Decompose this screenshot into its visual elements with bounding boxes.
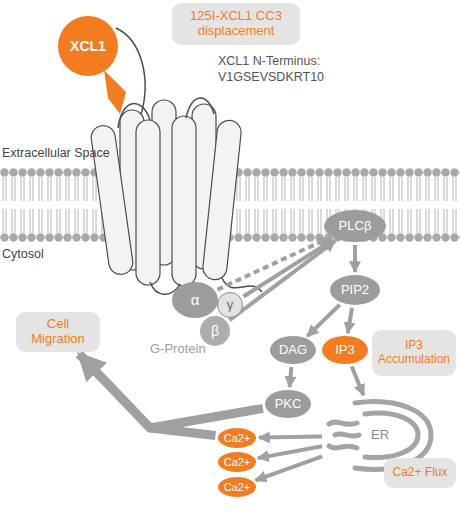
helix — [136, 120, 160, 285]
node-text: Ca2+ Flux — [392, 466, 447, 480]
node-text: DAG — [279, 343, 307, 358]
connector-arrow — [348, 308, 352, 333]
node-text: ER — [368, 428, 392, 443]
node-text: Ca2+ — [224, 432, 251, 445]
g-alpha-subunit: α — [172, 282, 218, 318]
ion-ellipse: Ca2+ — [218, 428, 256, 448]
er-membrane — [329, 446, 357, 448]
er-membrane — [365, 413, 418, 457]
er-membrane — [329, 422, 357, 424]
complex-label: G-Protein — [150, 342, 206, 357]
connector-arrow — [307, 305, 339, 336]
node-text: XCL1 — [70, 38, 106, 54]
connector-arrow — [290, 367, 292, 387]
messenger-ellipse: DAG — [270, 336, 316, 364]
extracellular-loop — [186, 98, 214, 118]
terminus-label: XCL1 N-Terminus: — [218, 54, 320, 68]
extracellular-loop — [118, 104, 150, 128]
ion-ellipse: Ca2+ — [218, 452, 256, 472]
readout-callout: Ca2+ Flux — [384, 458, 456, 488]
connector-arrow — [79, 354, 215, 435]
er-membrane — [335, 434, 359, 436]
node-text: Cell Migration — [20, 317, 96, 347]
region-label: Extracellular Space — [2, 146, 110, 160]
connector-arrow — [229, 241, 335, 320]
kinase-ellipse: PKC — [265, 390, 311, 418]
node-text: IP3 Accumulation — [376, 339, 452, 367]
node-text: γ — [227, 298, 234, 313]
messenger-ellipse: IP3 — [322, 336, 368, 364]
assay-callout: 125I-XCL1 CC3 displacement — [172, 3, 300, 45]
readout-callout: IP3 Accumulation — [372, 330, 456, 376]
region-label: Cytosol — [2, 247, 44, 261]
connector-arrow — [218, 238, 330, 290]
n-terminus-contact — [104, 70, 126, 114]
connector-arrow — [256, 456, 323, 480]
readout-callout: Cell Migration — [16, 312, 100, 352]
node-text: α — [191, 291, 200, 308]
node-text: PLCβ — [339, 219, 372, 234]
connector-arrow — [259, 437, 322, 438]
connector-arrow — [258, 446, 322, 458]
lipid-ellipse: PIP2 — [330, 275, 380, 305]
node-text: 125I-XCL1 CC3 displacement — [176, 9, 296, 39]
enzyme-ellipse: PLCβ — [324, 210, 386, 242]
connector-arrow — [352, 366, 364, 395]
g-gamma-subunit: γ — [217, 292, 243, 318]
node-text: PKC — [275, 397, 302, 412]
ion-ellipse: Ca2+ — [218, 477, 256, 497]
node-text: IP3 — [335, 343, 355, 358]
node-text: β — [211, 323, 219, 339]
connector-arrow — [353, 245, 357, 272]
connector-arrow — [79, 354, 263, 428]
node-text: PIP2 — [341, 283, 369, 298]
node-text: Ca2+ — [224, 456, 251, 469]
sequence-label: V1GSEVSDKRT10 — [218, 70, 324, 84]
node-text: Ca2+ — [224, 481, 251, 494]
helix — [202, 119, 243, 281]
helix — [172, 116, 196, 286]
ligand-circle: XCL1 — [58, 16, 118, 76]
connector-arrow — [244, 240, 333, 297]
